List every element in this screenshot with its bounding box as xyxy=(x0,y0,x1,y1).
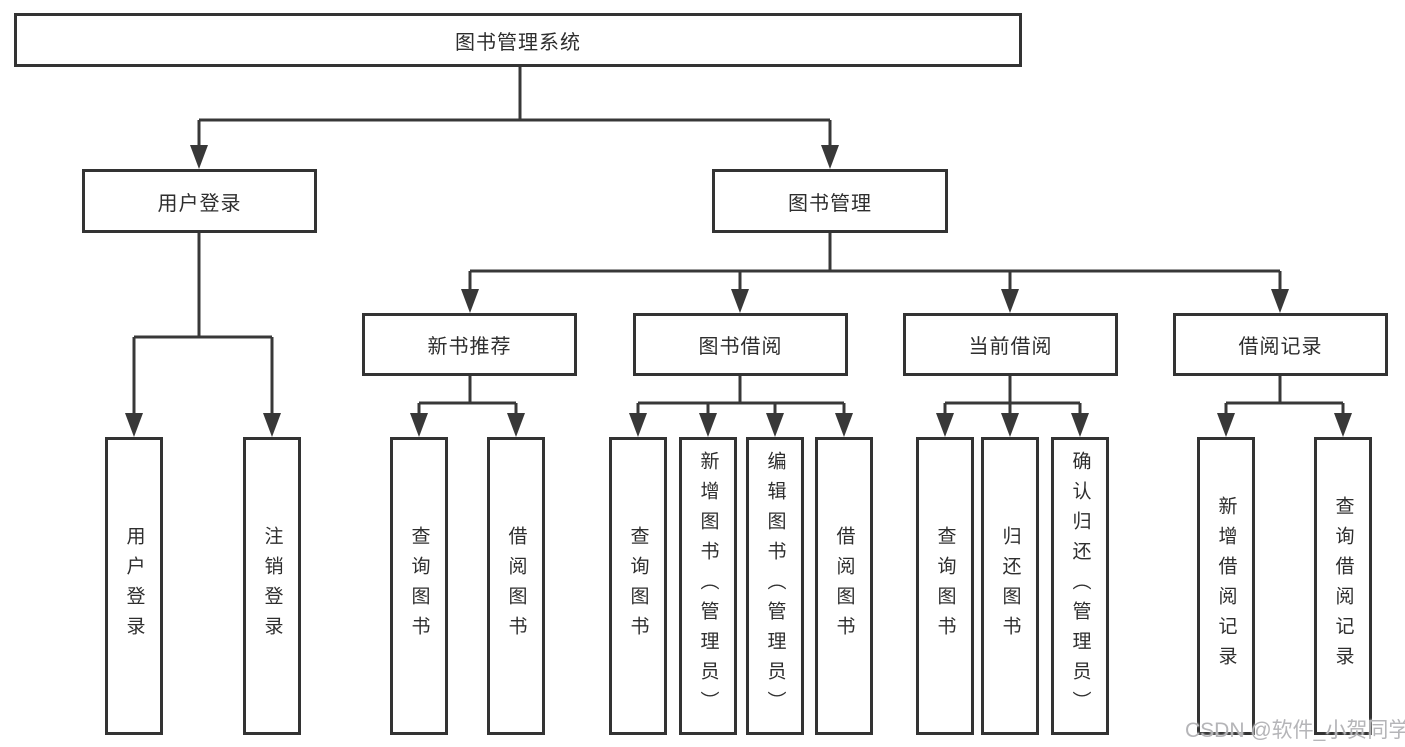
node-label: 用户登录 xyxy=(157,192,242,215)
connector-line xyxy=(417,376,518,418)
connector-line xyxy=(636,376,846,418)
leaf-query-books-borrow: 查询图书 xyxy=(609,437,667,735)
leaf-add-borrow-record: 新增借阅记录 xyxy=(1197,437,1255,735)
arrowhead xyxy=(1001,413,1019,437)
leaf-logout: 注销登录 xyxy=(243,437,301,735)
node-book-borrow: 图书借阅 xyxy=(633,313,848,376)
leaf-query-books-current: 查询图书 xyxy=(916,437,974,735)
csdn-watermark: CSDN @软件_小贺同学 xyxy=(1185,719,1405,742)
leaf-edit-book-admin: 编辑图书（管理员） xyxy=(746,437,804,735)
leaf-query-books-recommend: 查询图书 xyxy=(390,437,448,735)
arrowhead xyxy=(125,413,143,437)
node-label: 图书管理系统 xyxy=(455,31,581,54)
connector-line xyxy=(468,233,1282,294)
arrowhead xyxy=(263,413,281,437)
node-root: 图书管理系统 xyxy=(14,13,1022,67)
connector-line xyxy=(943,376,1082,418)
node-label: 查询图书 xyxy=(934,526,956,646)
node-label: 用户登录 xyxy=(123,526,145,646)
node-current-borrow: 当前借阅 xyxy=(903,313,1118,376)
arrowhead xyxy=(1071,413,1089,437)
node-borrow-records: 借阅记录 xyxy=(1173,313,1388,376)
node-user-login: 用户登录 xyxy=(82,169,317,233)
arrowhead xyxy=(461,289,479,313)
node-label: 借阅记录 xyxy=(1238,336,1323,358)
arrowhead xyxy=(835,413,853,437)
connector-line xyxy=(1224,376,1345,418)
node-label: 图书借阅 xyxy=(698,336,783,358)
node-label: 新书推荐 xyxy=(427,336,512,358)
arrowhead xyxy=(731,289,749,313)
node-label: 编辑图书（管理员） xyxy=(764,451,786,721)
leaf-query-borrow-record: 查询借阅记录 xyxy=(1314,437,1372,735)
node-label: 查询借阅记录 xyxy=(1332,496,1354,676)
arrowhead xyxy=(766,413,784,437)
node-label: 新增图书（管理员） xyxy=(697,451,719,721)
node-book-management: 图书管理 xyxy=(712,169,948,233)
node-new-book-recommend: 新书推荐 xyxy=(362,313,577,376)
arrowhead xyxy=(699,413,717,437)
arrowhead xyxy=(1271,289,1289,313)
node-label: 当前借阅 xyxy=(968,336,1053,358)
arrowhead xyxy=(410,413,428,437)
arrowhead xyxy=(1334,413,1352,437)
node-label: 借阅图书 xyxy=(833,526,855,646)
leaf-add-book-admin: 新增图书（管理员） xyxy=(679,437,737,735)
leaf-borrow-books: 借阅图书 xyxy=(815,437,873,735)
arrowhead xyxy=(507,413,525,437)
leaf-user-login: 用户登录 xyxy=(105,437,163,735)
arrowhead xyxy=(821,145,839,169)
arrowhead xyxy=(190,145,208,169)
connector-line xyxy=(197,67,832,150)
node-label: 查询图书 xyxy=(408,526,430,646)
arrowhead xyxy=(1001,289,1019,313)
node-label: 新增借阅记录 xyxy=(1215,496,1237,676)
leaf-confirm-return-admin: 确认归还（管理员） xyxy=(1051,437,1109,735)
arrowhead xyxy=(629,413,647,437)
node-label: 注销登录 xyxy=(261,526,283,646)
node-label: 图书管理 xyxy=(788,192,872,215)
leaf-return-book: 归还图书 xyxy=(981,437,1039,735)
leaf-borrow-books-recommend: 借阅图书 xyxy=(487,437,545,735)
node-label: 借阅图书 xyxy=(505,526,527,646)
node-label: 归还图书 xyxy=(999,526,1021,646)
node-label: 查询图书 xyxy=(627,526,649,646)
arrowhead xyxy=(936,413,954,437)
arrowhead xyxy=(1217,413,1235,437)
connector-line xyxy=(132,233,274,418)
node-label: 确认归还（管理员） xyxy=(1069,451,1091,721)
